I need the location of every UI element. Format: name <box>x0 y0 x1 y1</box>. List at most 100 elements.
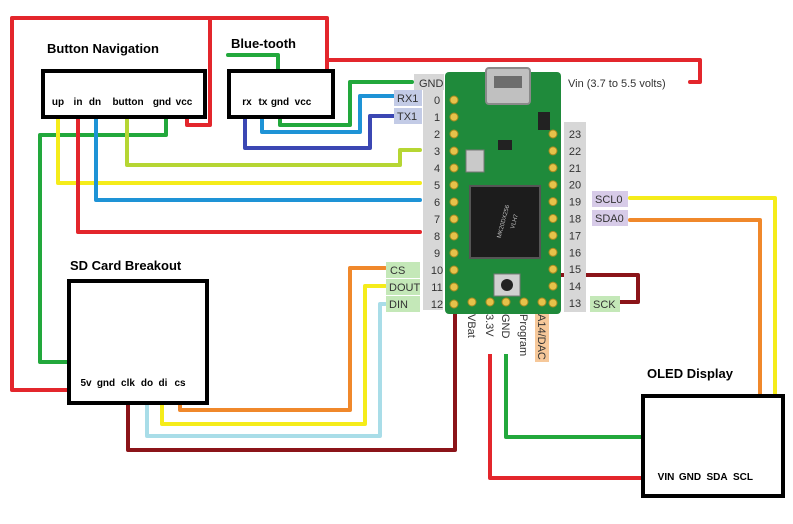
oled-pin-sda: SDA <box>706 472 727 483</box>
small-chip-2 <box>498 140 512 150</box>
oled-pin-gnd: GND <box>679 472 701 483</box>
left-pin-12: 12 <box>431 299 443 311</box>
wire-vcc-top <box>10 16 212 392</box>
hole-left-10 <box>449 265 459 275</box>
vin-label: Vin (3.7 to 5.5 volts) <box>568 78 666 90</box>
hole-bottom-3 <box>519 297 529 307</box>
tag-rx1: RX1 <box>397 93 418 105</box>
bluetooth-title: Blue-tooth <box>231 36 296 51</box>
tag-dout-bg <box>386 279 420 295</box>
right-pin-23: 23 <box>569 129 581 141</box>
sd-card-title: SD Card Breakout <box>70 258 182 273</box>
hole-bottom-1 <box>485 297 495 307</box>
wire-up-pin5 <box>56 110 422 185</box>
wire-sd-cs <box>178 266 387 412</box>
hole-left-9 <box>449 248 459 258</box>
hole-left-5 <box>449 180 459 190</box>
bottom-pin-3-3v: 3.3V <box>483 314 495 337</box>
sd-card-pin-di: di <box>159 378 168 389</box>
oled-pin-vin: VIN <box>658 472 675 483</box>
bluetooth-pin-tx: tx <box>259 97 268 108</box>
bluetooth-pin-gnd: gnd <box>271 97 289 108</box>
tag-dout: DOUT <box>389 282 420 294</box>
button-nav-pin-vcc: vcc <box>176 97 193 108</box>
left-pin-8: 8 <box>434 231 440 243</box>
small-chip <box>538 112 550 130</box>
tag-din: DIN <box>389 299 408 311</box>
button-nav-pin-dn: dn <box>89 97 101 108</box>
button-nav-pin-gnd: gnd <box>153 97 171 108</box>
hole-right-18 <box>548 214 558 223</box>
bottom-pin-a14-dac: A14/DAC <box>535 314 547 360</box>
hole-left-0 <box>449 95 459 105</box>
tag-tx1: TX1 <box>397 111 417 123</box>
gnd-label: GND <box>419 78 444 90</box>
wire-in-pin8 <box>76 110 422 234</box>
wire-vin <box>325 58 702 84</box>
button-nav-pin-in: in <box>74 97 83 108</box>
right-pin-20: 20 <box>569 180 581 192</box>
right-pin-15: 15 <box>569 264 581 276</box>
wire-gnd-board <box>278 80 414 127</box>
left-pin-4: 4 <box>434 163 440 175</box>
gnd-label-bg <box>414 74 444 90</box>
sd-card-box <box>67 279 209 405</box>
bluetooth-pin-vcc: vcc <box>295 97 312 108</box>
right-pin-22: 22 <box>569 146 581 158</box>
sd-card-pin-clk: clk <box>121 378 135 389</box>
button-nav-pin-up: up <box>52 97 64 108</box>
left-pin-11: 11 <box>431 282 442 294</box>
sd-card-pin-do: do <box>141 378 153 389</box>
button-nav-box <box>41 69 207 119</box>
wire-bt-rx <box>243 110 397 150</box>
tag-tx1-bg <box>394 108 422 124</box>
hole-bottom-2 <box>501 297 511 307</box>
hole-right-23 <box>548 129 558 139</box>
oled-pin-scl: SCL <box>733 472 753 483</box>
hole-right-20 <box>548 180 558 190</box>
hole-left-8 <box>449 231 459 241</box>
left-pin-0: 0 <box>434 95 440 107</box>
left-pin-2: 2 <box>434 129 440 141</box>
tag-sck-bg <box>590 296 620 312</box>
wire-sd-di <box>160 284 387 426</box>
hole-right-15 <box>548 264 558 274</box>
tag-sda0-bg <box>592 210 628 226</box>
button-nav-pin-button: button <box>112 97 143 108</box>
wire-bt-tx <box>260 94 397 134</box>
oled-box <box>641 394 785 498</box>
left-pin-3: 3 <box>434 146 440 158</box>
left-pin-9: 9 <box>434 248 440 260</box>
tag-cs-bg <box>386 262 420 278</box>
hole-left-4 <box>449 163 459 173</box>
hole-left-11 <box>449 282 459 292</box>
tag-scl0: SCL0 <box>595 194 623 206</box>
crystal <box>465 149 485 173</box>
hole-right-19 <box>548 197 558 207</box>
bluetooth-box <box>227 69 335 119</box>
wire-3v3-vin <box>488 350 662 480</box>
right-pin-18: 18 <box>569 214 581 226</box>
hole-bottom-0 <box>467 297 477 307</box>
left-pin-strip <box>423 88 443 310</box>
hole-left-12 <box>449 299 459 309</box>
hole-bottom-4 <box>537 297 547 307</box>
wire-button-pin3 <box>125 110 422 167</box>
left-pin-1: 1 <box>434 112 440 124</box>
hole-left-2 <box>449 129 459 139</box>
program-button-cap <box>501 279 513 291</box>
bottom-pin-program: Program <box>517 314 529 356</box>
left-pin-5: 5 <box>434 180 440 192</box>
a14-label-bg <box>535 310 549 362</box>
tag-cs: CS <box>390 265 405 277</box>
tag-din-bg <box>386 296 420 312</box>
hole-left-6 <box>449 197 459 207</box>
oled-title: OLED Display <box>647 366 734 381</box>
left-pin-7: 7 <box>434 214 440 226</box>
right-pin-21: 21 <box>569 163 581 175</box>
usb-port-opening <box>494 76 522 88</box>
left-pin-6: 6 <box>434 197 440 209</box>
wire-sd-do <box>145 302 387 438</box>
tag-sck: SCK <box>593 299 616 311</box>
bottom-pin-gnd: GND <box>499 314 511 339</box>
